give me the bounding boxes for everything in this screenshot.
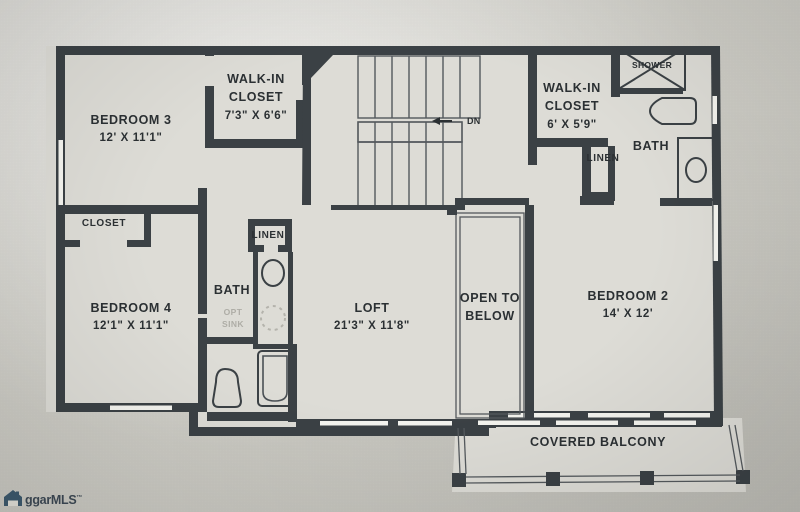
room-dim-bedroom4: 12'1" X 11'1" [93,320,169,332]
label-opt-sink-line2: SINK [222,319,244,329]
shower-fixture [616,47,686,91]
label-stair-direction: DN [467,116,480,126]
room-dim-walkin-closet-2: 6' X 5'9" [547,119,597,131]
open-to-below-railing [447,205,534,419]
room-label-loft: LOFT [354,301,389,315]
stair-treads-lower [357,121,463,143]
room-label-walkin-closet-2-line2: CLOSET [545,99,599,113]
label-bath-right: BATH [633,139,669,153]
bedroom3-walls [56,46,305,214]
stair-treads-upper [357,55,481,119]
bathtub-left-bath [257,350,293,407]
room-label-open-to-below-line1: OPEN TO [460,291,520,305]
mls-watermark: ggarMLS™ [2,487,82,509]
label-opt-sink-line1: OPT [224,307,243,317]
label-closet-bedroom4: CLOSET [82,218,126,229]
watermark-text: ggarMLS™ [25,492,83,507]
room-dim-loft: 21'3" X 11'8" [334,320,410,332]
toilet-left-bath [211,367,243,408]
house-logo-icon [4,490,22,506]
room-label-bedroom2: BEDROOM 2 [587,289,668,303]
window-group [58,96,718,426]
toilet-right-bath [648,97,697,125]
room-label-covered-balcony: COVERED BALCONY [530,435,666,449]
room-label-bedroom3: BEDROOM 3 [90,113,171,127]
room-label-walkin-closet-1-line1: WALK-IN [227,72,285,86]
vanity-sink-right-bath [677,137,715,201]
label-bath-left: BATH [214,283,250,297]
room-label-bedroom4: BEDROOM 4 [90,301,171,315]
label-shower: SHOWER [632,60,672,70]
label-linen-right: LINEN [587,153,620,164]
bedroom4-closet-walls [56,214,207,412]
optional-sink-left-bath [260,305,286,331]
room-dim-bedroom3: 12' X 11'1" [100,132,163,144]
stairwell-group [302,55,481,210]
room-label-walkin-closet-2-line1: WALK-IN [543,81,601,95]
room-dim-walkin-closet-1: 7'3" X 6'6" [225,110,288,122]
upper-right-walls [455,55,712,206]
room-dim-bedroom2: 14' X 12' [603,308,654,320]
sink-left-bath [261,259,285,287]
stair-dn-arrow-icon [432,117,452,125]
room-label-walkin-closet-1-line2: CLOSET [229,90,283,104]
room-label-open-to-below-line2: BELOW [465,309,515,323]
label-linen-left: LINEN [252,230,285,241]
balcony-walls [452,419,750,487]
stair-treads-bottom [357,141,463,207]
